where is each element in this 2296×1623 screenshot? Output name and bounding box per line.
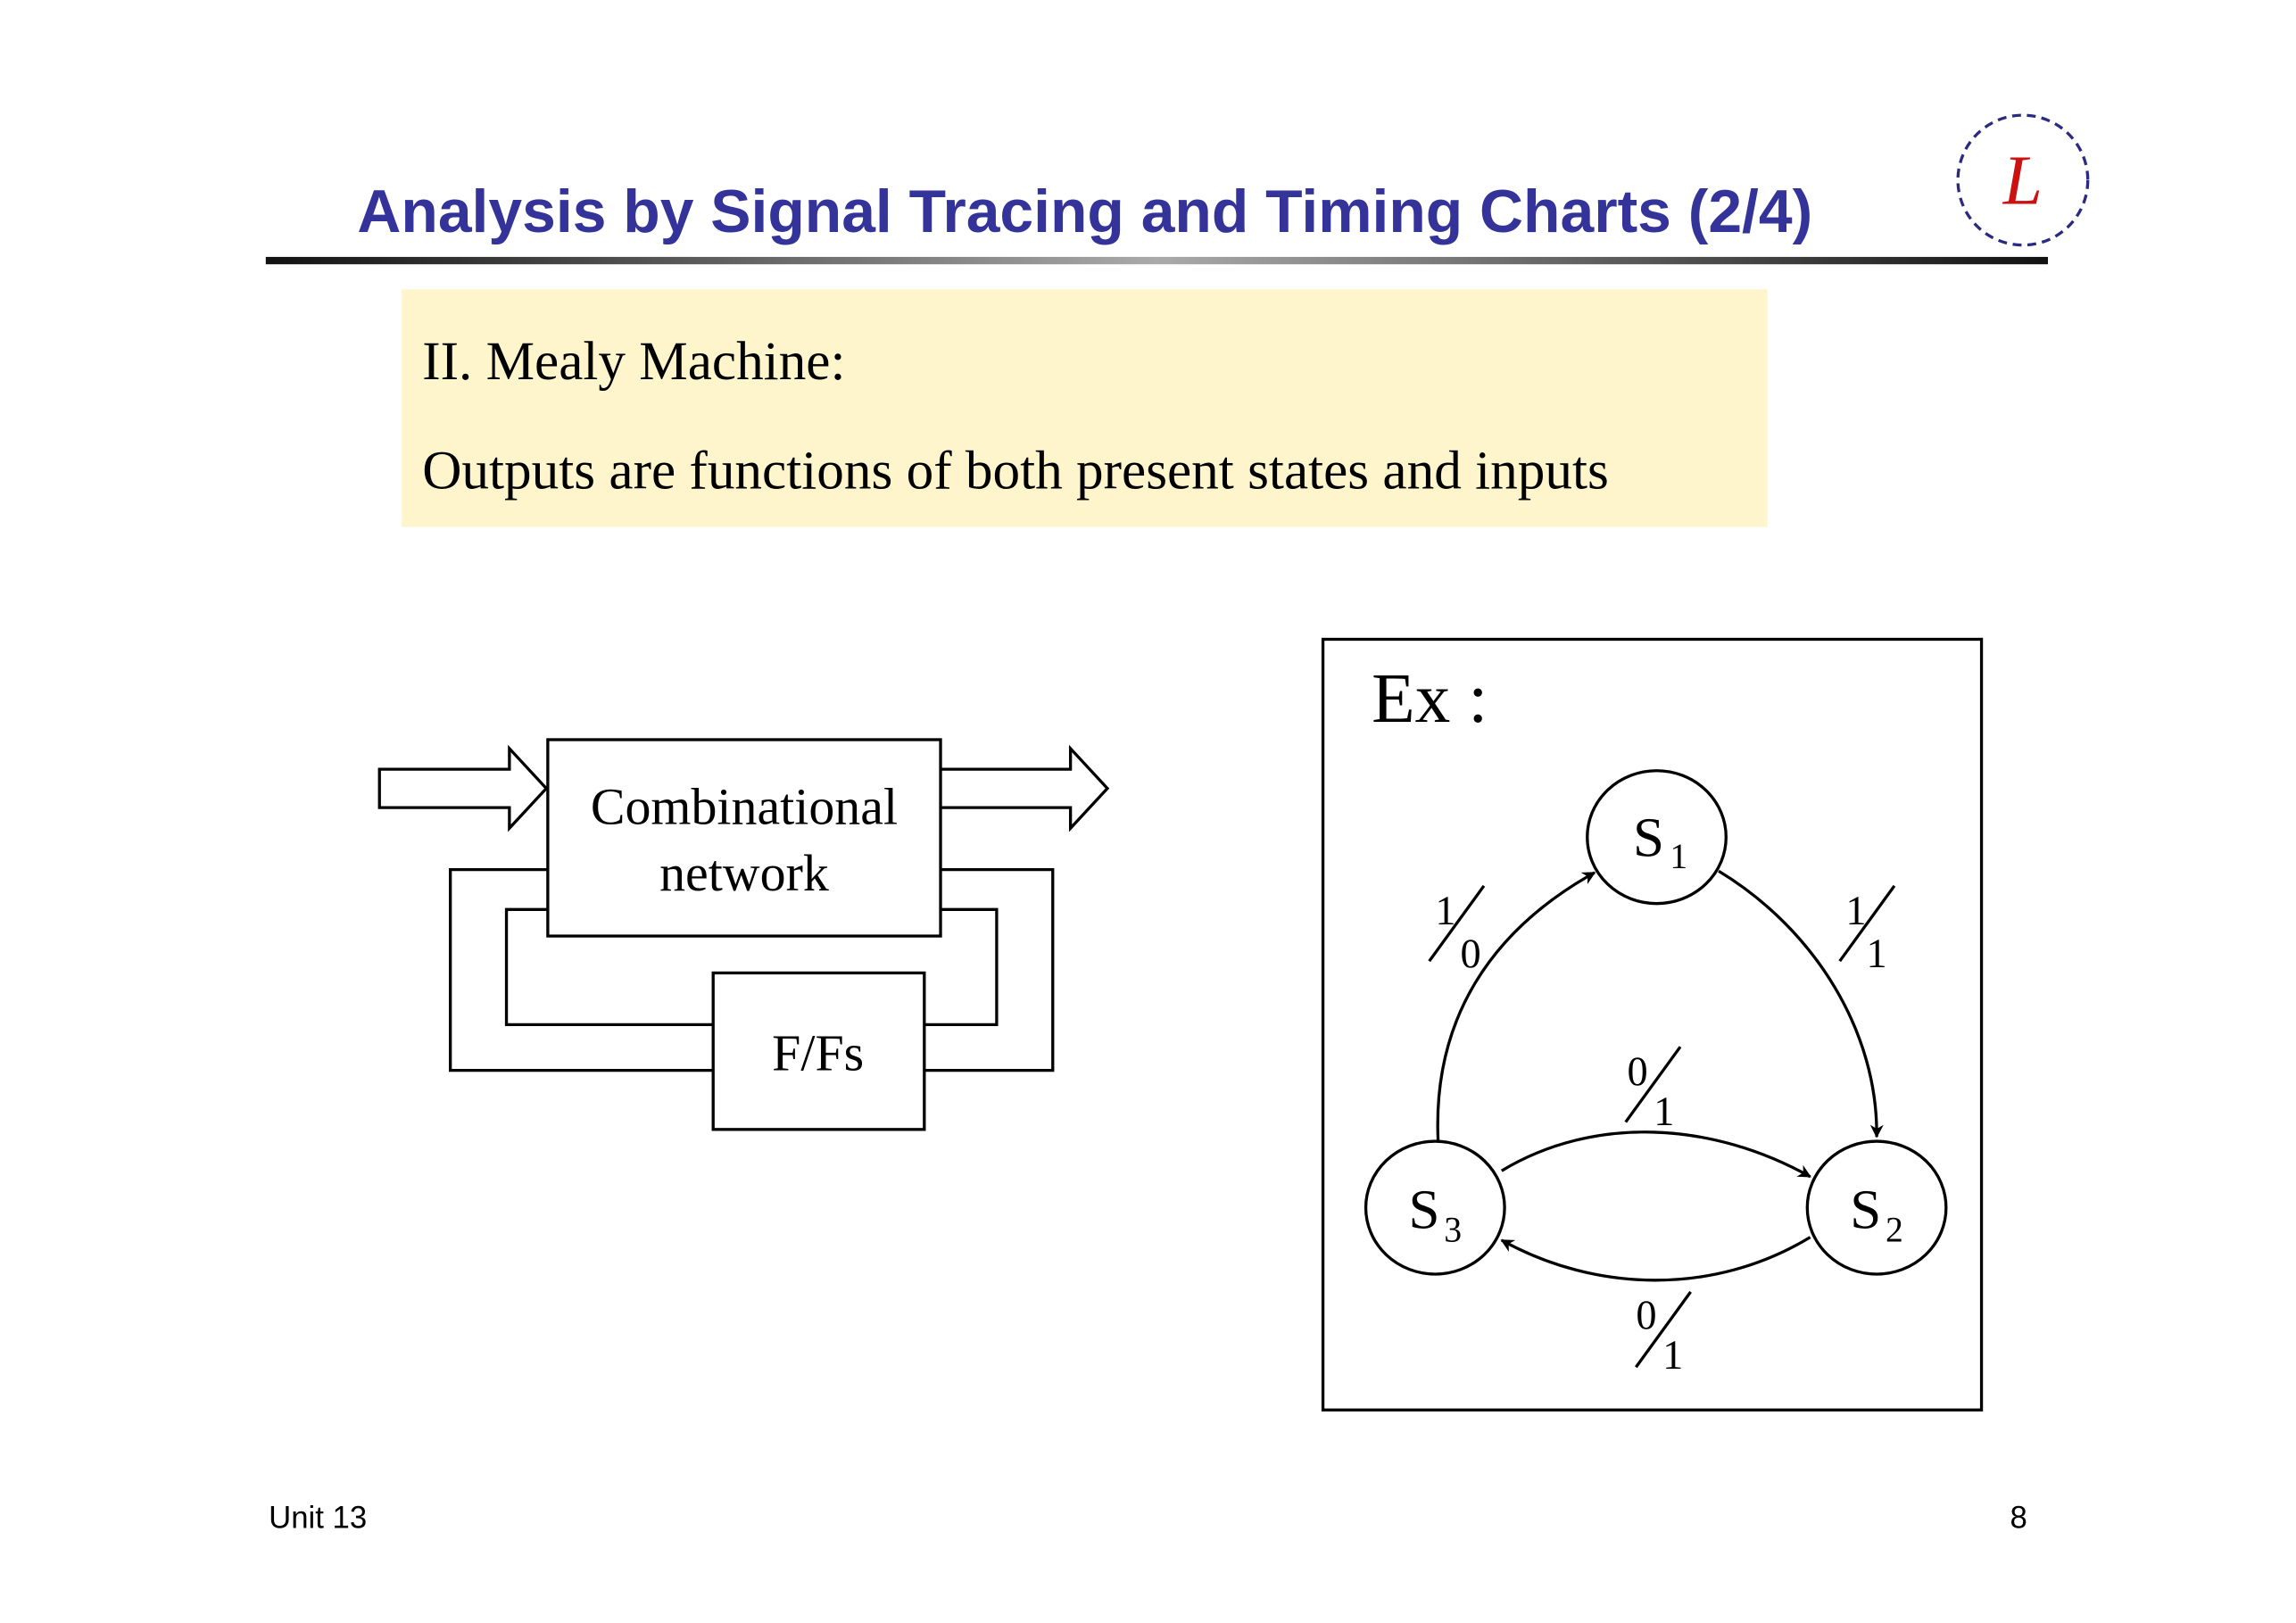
ff-label: F/Fs <box>772 1024 864 1082</box>
example-frame <box>1321 637 1984 1412</box>
comb-label-2: network <box>659 844 829 902</box>
page-number: 8 <box>2010 1502 2027 1536</box>
logo-letter: L <box>2002 141 2043 219</box>
label-input: 0 <box>1627 1049 1647 1095</box>
title-underline <box>265 256 2049 265</box>
slide-title: Analysis by Signal Tracing and Timing Ch… <box>357 178 1812 245</box>
flip-flops-box <box>711 971 926 1131</box>
label-output: 0 <box>1460 932 1480 977</box>
footer-unit: Unit 13 <box>269 1502 367 1536</box>
label-output: 1 <box>1866 932 1886 977</box>
callout-box <box>402 289 1768 527</box>
state-s3-sub: 3 <box>1444 1211 1462 1250</box>
label-s3-s1: 1 0 <box>1428 884 1486 977</box>
feedback-inner-right <box>924 907 999 1027</box>
transition-s3-s2 <box>1500 1130 1811 1179</box>
state-s1-sub: 1 <box>1670 837 1687 876</box>
state-s2-label: S <box>1850 1179 1881 1241</box>
callout-heading: II. Mealy Machine: <box>422 331 845 392</box>
label-output: 1 <box>1662 1333 1683 1379</box>
input-arrow <box>377 744 549 832</box>
transition-s3-s1 <box>1436 871 1596 1142</box>
feedback-outer-right <box>924 867 1055 1072</box>
label-s1-s2: 1 1 <box>1838 884 1896 977</box>
output-arrow <box>941 744 1110 832</box>
mealy-block-diagram: Combinational network F/Fs <box>377 738 1110 1131</box>
transition-s2-s3 <box>1500 1236 1811 1282</box>
feedback-inner-left <box>504 907 714 1027</box>
label-s3-s2: 0 1 <box>1624 1046 1682 1135</box>
state-s1-label: S <box>1633 807 1664 869</box>
state-s3-label: S <box>1409 1179 1440 1241</box>
state-s2-sub: 2 <box>1886 1211 1903 1250</box>
example-label: Ex : <box>1372 659 1488 738</box>
label-input: 0 <box>1636 1293 1656 1338</box>
label-input: 1 <box>1435 889 1455 934</box>
state-diagram: Ex : S 1 S 2 S 3 1 0 1 1 <box>1321 637 1984 1412</box>
comb-label-1: Combinational <box>591 777 898 835</box>
combinational-network-box <box>546 738 942 938</box>
state-s1: S 1 <box>1586 769 1728 906</box>
label-s2-s3: 0 1 <box>1635 1290 1692 1379</box>
state-s2: S 2 <box>1805 1139 1948 1276</box>
callout-text: Outputs are functions of both present st… <box>422 441 1609 501</box>
feedback-outer-left <box>449 867 714 1072</box>
transition-s1-s2 <box>1718 869 1884 1139</box>
label-input: 1 <box>1845 889 1866 934</box>
state-s3: S 3 <box>1364 1139 1506 1276</box>
label-output: 1 <box>1654 1089 1674 1135</box>
logic-design-logo: L <box>1956 113 2090 247</box>
